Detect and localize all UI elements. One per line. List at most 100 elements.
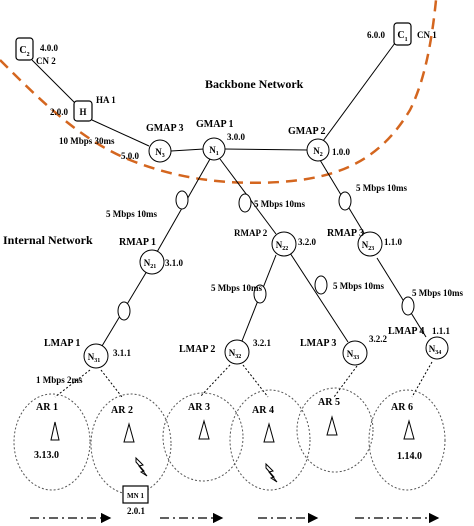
ar1-addr: 3.13.0 [34, 450, 59, 461]
ar3-label: AR 3 [188, 402, 210, 413]
gmap2-role: GMAP 2 [288, 126, 326, 137]
cn1-role: CN 1 [417, 30, 437, 40]
ha1-addr: 2.0.0 [50, 107, 69, 117]
lmap2-addr: 3.2.1 [253, 338, 272, 348]
antenna-ar4-icon [263, 422, 275, 443]
gmap1-id: N1 [209, 145, 219, 157]
link-n1-n2 [223, 148, 309, 151]
lmap4-role: LMAP 4 [388, 326, 424, 337]
backbone-link-label: 10 Mbps 30ms [59, 136, 115, 146]
lmap4-id: N34 [429, 344, 442, 356]
internal-title: Internal Network [3, 233, 93, 247]
ha1-role: HA 1 [96, 95, 116, 105]
ar-cells [13, 387, 446, 495]
link-label-l2: 5 Mbps 10ms [254, 199, 306, 209]
ar1-label: AR 1 [36, 402, 58, 413]
gmap2-addr: 1.0.0 [332, 147, 351, 157]
antenna-ar6-icon [403, 419, 415, 440]
gmap2-node [306, 138, 330, 162]
lmap1-addr: 3.1.1 [113, 348, 132, 358]
lmap2-role: LMAP 2 [179, 344, 215, 355]
cn2-id: C2 [19, 45, 29, 58]
rmap3-node [357, 231, 383, 257]
ar2-label: AR 2 [111, 405, 133, 416]
lmap1-role: LMAP 1 [44, 338, 80, 349]
antennas [50, 415, 415, 443]
rmap2-node [271, 231, 297, 257]
lightning-ar4-icon [265, 462, 278, 483]
lmap1-id: N31 [88, 352, 101, 364]
gmap3-node [148, 139, 172, 163]
ar6-addr: 1.14.0 [397, 451, 422, 462]
cell-ar2 [90, 393, 172, 495]
backbone-boundary [0, 0, 438, 185]
rmap1-role: RMAP 1 [119, 237, 156, 248]
queue-l4 [117, 301, 131, 321]
lmap3-role: LMAP 3 [300, 338, 336, 349]
gmap1-role: GMAP 1 [196, 119, 234, 130]
lmap3-id: N33 [347, 349, 360, 361]
gmap3-addr: 5.0.0 [121, 151, 140, 161]
cn1-id: C1 [397, 30, 407, 43]
lmap4-node [425, 336, 449, 360]
lmap2-id: N32 [229, 348, 242, 360]
ar4-label: AR 4 [252, 405, 274, 416]
access-link-ar6 [411, 361, 433, 398]
queue-l5 [253, 284, 267, 304]
link-n22-n33 [289, 252, 349, 343]
gmap3-role: GMAP 3 [146, 123, 184, 134]
antenna-ar3-icon [198, 419, 210, 440]
queue-l7 [401, 296, 415, 316]
mn1-node [122, 485, 149, 504]
cell-ar3 [162, 392, 244, 482]
cn1-node [393, 22, 412, 46]
rmap3-role: RMAP 3 [327, 228, 364, 239]
antenna-ar5-icon [326, 415, 338, 436]
cell-ar1 [13, 393, 91, 491]
link-label-l6: 5 Mbps 10ms [412, 288, 464, 298]
cell-ar6 [368, 389, 446, 491]
cn2-role: CN 2 [36, 56, 56, 66]
lmap4-addr: 1.1.1 [432, 326, 451, 336]
antenna-ar1-icon [50, 421, 60, 441]
link-n3-n1 [170, 148, 205, 152]
rmap3-addr: 1.1.0 [384, 237, 403, 247]
lmap2-node [224, 339, 250, 365]
ar6-label: AR 6 [391, 402, 413, 413]
lmap3-node [342, 340, 368, 366]
link-label-l3: 5 Mbps 10ms [356, 183, 408, 193]
access-link-ar1 [54, 369, 91, 398]
mn1-addr: 2.0.1 [127, 506, 146, 516]
queue-l6 [314, 275, 328, 295]
cn1-addr: 6.0.0 [367, 30, 386, 40]
ha1-id: H [79, 107, 86, 117]
rmap1-id: N21 [144, 258, 157, 270]
cn2-addr: 4.0.0 [40, 43, 59, 53]
queue-l3 [338, 191, 352, 211]
cn2-node [15, 37, 34, 61]
ha1-node [73, 100, 93, 122]
link-label-l1: 5 Mbps 10ms [106, 209, 158, 219]
access-link-ar3 [199, 364, 231, 398]
gmap1-node [202, 137, 226, 161]
lmap3-addr: 3.2.2 [369, 334, 388, 344]
antenna-ar2-icon [123, 422, 135, 443]
gmap2-id: N2 [313, 146, 323, 158]
queue-l1 [175, 190, 189, 210]
rmap1-addr: 3.1.0 [165, 258, 184, 268]
link-label-l4: 5 Mbps 10ms [211, 283, 263, 293]
queues [117, 190, 415, 321]
rmap2-addr: 3.2.0 [298, 237, 317, 247]
access-link-ar5 [333, 365, 358, 398]
link-n2-c1 [322, 42, 396, 142]
link-c2-h [31, 59, 76, 104]
ar5-label: AR 5 [318, 397, 340, 408]
link-n23-n34 [376, 257, 427, 338]
rmap1-node [139, 249, 165, 275]
cell-ar4 [229, 389, 311, 491]
gmap3-id: N3 [155, 147, 165, 159]
rmap2-id: N22 [276, 240, 289, 252]
link-label-l5: 5 Mbps 10ms [333, 281, 385, 291]
backbone-title: Backbone Network [205, 77, 304, 91]
link-h-n3 [91, 119, 150, 147]
